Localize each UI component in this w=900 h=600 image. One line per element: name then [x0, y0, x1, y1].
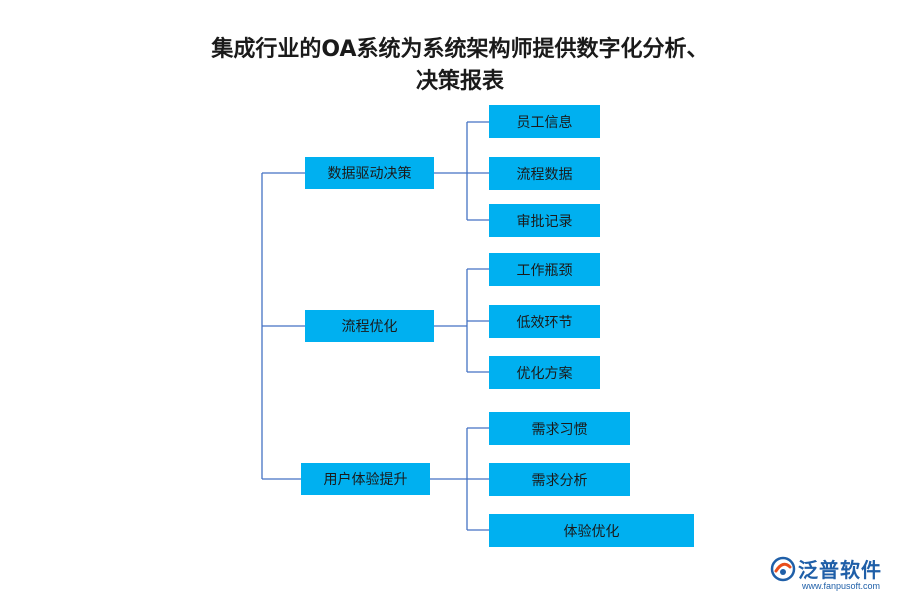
brand-watermark: 泛普软件 www.fanpusoft.com [768, 554, 898, 598]
leaf-node-experience-optimization: 体验优化 [489, 514, 694, 547]
branch-node-user-experience: 用户体验提升 [301, 463, 430, 495]
brand-logo-icon [770, 556, 796, 582]
leaf-node-optimization-plan: 优化方案 [489, 356, 600, 389]
leaf-node-process-data: 流程数据 [489, 157, 600, 190]
title-line-1: 集成行业的OA系统为系统架构师提供数字化分析、 [211, 37, 709, 62]
diagram-title: 集成行业的OA系统为系统架构师提供数字化分析、 决策报表 [150, 34, 770, 98]
title-line-2: 决策报表 [415, 69, 504, 94]
brand-url: www.fanpusoft.com [802, 581, 881, 591]
brand-name: 泛普软件 [798, 558, 882, 582]
leaf-node-inefficient-step: 低效环节 [489, 305, 600, 338]
branch-node-data-driven: 数据驱动决策 [305, 157, 434, 189]
branch-node-process-optimization: 流程优化 [305, 310, 434, 342]
leaf-node-approval-records: 审批记录 [489, 204, 600, 237]
leaf-node-demand-habits: 需求习惯 [489, 412, 630, 445]
leaf-node-employee-info: 员工信息 [489, 105, 600, 138]
leaf-node-work-bottleneck: 工作瓶颈 [489, 253, 600, 286]
leaf-node-demand-analysis: 需求分析 [489, 463, 630, 496]
